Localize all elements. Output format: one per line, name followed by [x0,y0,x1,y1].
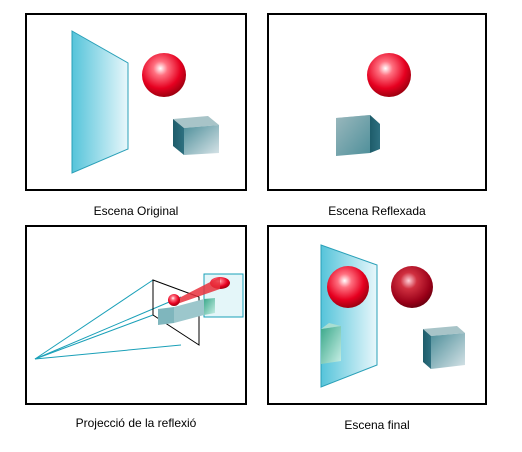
reflected-sphere [327,266,369,308]
cube-top [423,326,465,336]
cube-side [370,115,380,153]
sphere [391,266,433,308]
projected-cube [204,298,215,315]
caption-original: Escena Original [93,204,179,218]
cube-side [423,329,431,369]
caption-projection: Projecció de la reflexió [75,416,197,430]
projection-ray [34,296,182,360]
projected-sphere-beam [177,277,220,304]
reflected-cube [321,326,341,364]
cube-side [173,119,184,155]
sphere [367,53,411,97]
projection-plane [152,279,200,346]
panel-reflected [267,13,487,191]
panel-projection [25,225,247,405]
projection-ray [34,314,154,360]
cube-front [336,115,370,156]
projection-ray [34,279,154,360]
panel-final [267,225,487,405]
sphere [142,53,186,97]
projected-cube-small [158,307,174,325]
mirror-plane [71,30,129,174]
reflected-cube-side [321,323,341,329]
projected-sphere-small [168,294,180,306]
caption-final: Escena final [344,418,410,432]
caption-reflected: Escena Reflexada [328,204,426,218]
panel-original [25,13,247,191]
projected-cube-beam [174,299,204,323]
cube-front [431,333,465,369]
cube-top [173,116,219,128]
reflected-scene [336,53,411,156]
cube-front [184,125,219,155]
original-scene [71,30,219,174]
projection-scene [34,273,244,360]
final-scene [320,244,465,388]
projection-ray [34,344,182,360]
